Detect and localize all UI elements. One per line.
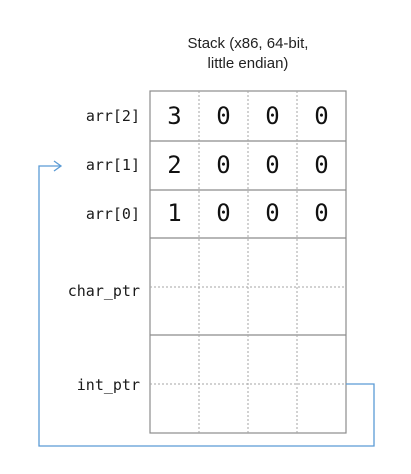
- byte-cell: 3: [167, 102, 182, 130]
- row-label-arr-1: arr[1]: [85, 156, 140, 174]
- byte-cell: 0: [216, 151, 231, 179]
- byte-cell: 0: [265, 102, 280, 130]
- row-label-arr-0: arr[0]: [85, 205, 140, 223]
- byte-cell: 0: [216, 199, 231, 227]
- row-label-char-ptr: char_ptr: [67, 282, 140, 300]
- byte-cell: 0: [265, 199, 280, 227]
- byte-cell: 0: [265, 151, 280, 179]
- byte-cell: 0: [314, 199, 329, 227]
- title-line-1: Stack (x86, 64-bit,: [187, 35, 309, 52]
- byte-cell: 0: [314, 102, 329, 130]
- byte-cell: 2: [167, 151, 182, 179]
- pointer-arrow-head-icon: [53, 160, 63, 172]
- title-line-2: little endian): [207, 55, 289, 72]
- stack-frame: [149, 90, 347, 434]
- byte-cell: 0: [314, 151, 329, 179]
- row-label-arr-2: arr[2]: [85, 107, 140, 125]
- byte-cell: 1: [167, 199, 182, 227]
- pointer-arrow-line: [38, 165, 375, 447]
- byte-cell: 0: [216, 102, 231, 130]
- diagram-title: Stack (x86, 64-bit, little endian): [150, 34, 346, 74]
- row-label-int-ptr: int_ptr: [76, 376, 140, 394]
